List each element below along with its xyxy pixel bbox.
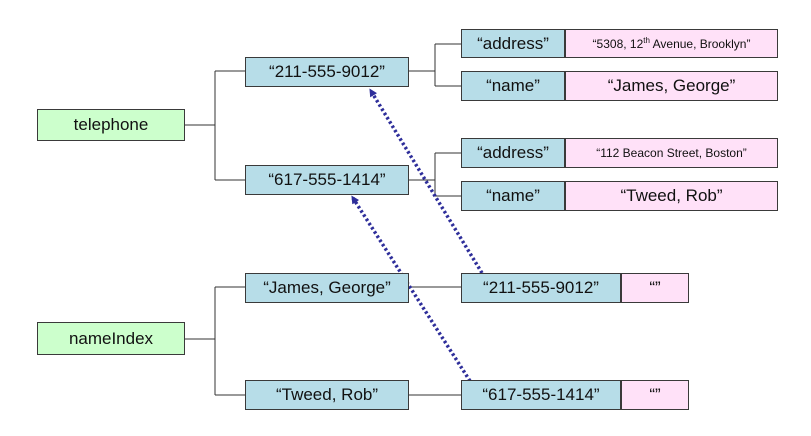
address-key-node-1: “address” [461, 29, 565, 58]
address-value-node-2: “112 Beacon Street, Boston” [565, 138, 778, 168]
index-phone-value-211: “” [621, 273, 689, 303]
name-value-node-1: “James, George” [565, 71, 778, 101]
name-key-label-1: “name” [486, 76, 540, 95]
phone-node-211-label: “211-555-9012” [269, 62, 385, 81]
name-index-node-tweed: “Tweed, Rob” [245, 380, 409, 410]
pointer-arrow-617 [351, 195, 472, 382]
index-phone-value-211-label: “” [649, 278, 661, 297]
name-value-node-2: “Tweed, Rob” [565, 181, 778, 211]
nameindex-root-node: nameIndex [37, 322, 185, 355]
name-index-label-tweed: “Tweed, Rob” [275, 385, 379, 404]
name-key-label-2: “name” [486, 186, 540, 205]
name-key-node-1: “name” [461, 71, 565, 101]
name-index-node-james: “James, George” [245, 273, 409, 303]
phone-node-211: “211-555-9012” [245, 57, 409, 87]
address-key-node-2: “address” [461, 138, 565, 168]
address-value-node-1: “5308, 12th Avenue, Brooklyn” [565, 29, 778, 58]
index-phone-key-617-label: “617-555-1414” [482, 385, 600, 404]
phone-node-617: “617-555-1414” [245, 165, 409, 195]
pointer-arrow-211 [369, 88, 484, 274]
name-value-label-2: “Tweed, Rob” [620, 186, 723, 205]
phone-node-617-label: “617-555-1414” [268, 170, 386, 189]
telephone-root-node: telephone [37, 109, 185, 141]
address-key-label-1: “address” [477, 33, 549, 53]
name-value-label-1: “James, George” [607, 76, 736, 95]
index-phone-value-617-label: “” [649, 385, 661, 404]
name-key-node-2: “name” [461, 181, 565, 211]
telephone-root-label: telephone [73, 115, 149, 134]
address-value-label-1: “5308, 12th Avenue, Brooklyn” [592, 35, 751, 51]
index-phone-key-211-label: “211-555-9012” [483, 278, 599, 297]
index-phone-key-617: “617-555-1414” [461, 380, 621, 410]
nameindex-root-label: nameIndex [68, 328, 154, 348]
address-key-label-2: “address” [477, 143, 549, 162]
name-index-label-james: “James, George” [263, 278, 391, 297]
address-value-label-2: “112 Beacon Street, Boston” [596, 146, 747, 160]
index-phone-value-617: “” [621, 380, 689, 410]
telephone-tree-lines [185, 43, 461, 197]
index-phone-key-211: “211-555-9012” [461, 273, 621, 303]
nameindex-tree-lines [185, 286, 461, 396]
